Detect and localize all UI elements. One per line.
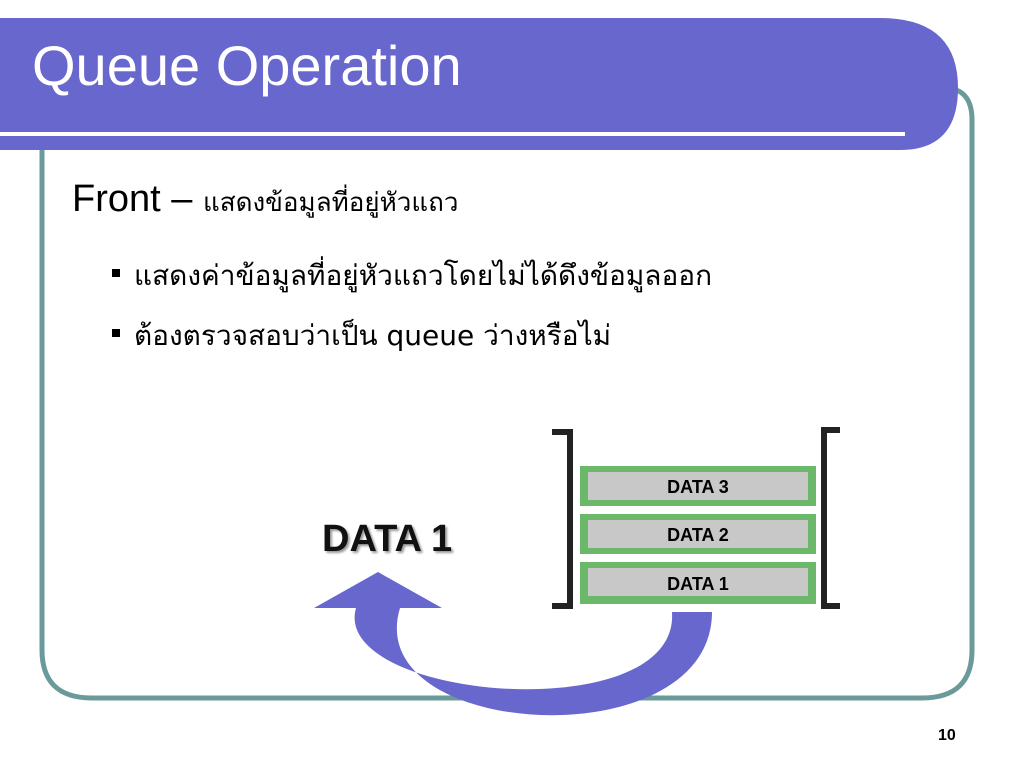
title-bar — [0, 18, 958, 150]
bullet-item-2: ต้องตรวจสอบว่าเป็น queue ว่างหรือไม่ — [112, 322, 611, 350]
content-border — [39, 85, 975, 701]
queue-slot-top — [580, 466, 816, 506]
section-heading: Front – แสดงข้อมูลที่อยู่หัวแถว — [72, 180, 458, 218]
square-bullet-icon — [112, 329, 120, 337]
slide-title: Queue Operation — [32, 34, 462, 97]
slot-label-middle: DATA 2 — [667, 525, 729, 545]
queue-slot-middle — [580, 514, 816, 554]
bullet-item-1: แสดงค่าข้อมูลที่อยู่หัวแถวโดยไม่ได้ดึงข้… — [112, 262, 712, 290]
queue-slot-bottom — [580, 562, 816, 604]
page-number: 10 — [938, 727, 956, 744]
slot-label-top: DATA 3 — [667, 477, 729, 497]
bullet-text-2: ต้องตรวจสอบว่าเป็น queue ว่างหรือไม่ — [134, 319, 612, 352]
heading-term: Front – — [72, 178, 193, 220]
front-value-label: DATA 1 — [322, 518, 453, 560]
left-bracket — [552, 429, 573, 609]
heading-description: แสดงข้อมูลที่อยู่หัวแถว — [202, 188, 459, 218]
title-rule — [0, 132, 905, 136]
square-bullet-icon — [112, 269, 120, 277]
bullet-text-1: แสดงค่าข้อมูลที่อยู่หัวแถวโดยไม่ได้ดึงข้… — [134, 259, 713, 292]
curved-arrow — [314, 572, 712, 716]
slot-label-bottom: DATA 1 — [667, 574, 729, 594]
right-bracket — [821, 427, 840, 609]
